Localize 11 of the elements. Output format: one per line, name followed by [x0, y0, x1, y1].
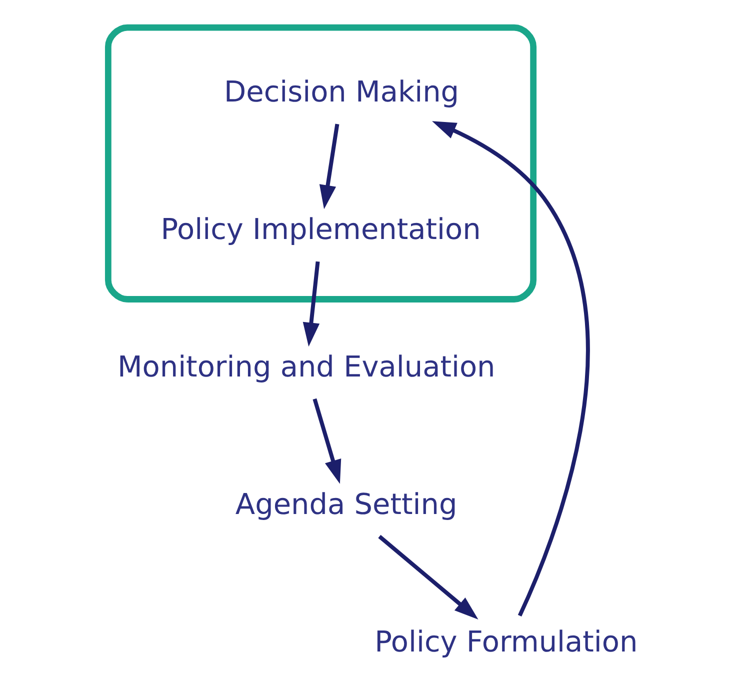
cluster [104, 24, 536, 302]
arrow [318, 124, 339, 210]
node-text: Policy Formulation [374, 624, 638, 659]
arrow [312, 398, 341, 484]
node-text: Monitoring and Evaluation [116, 350, 495, 384]
node-text: Agenda Setting [234, 487, 457, 522]
arrow [302, 261, 320, 347]
node-text: Policy Implementation [160, 212, 480, 246]
node-text: Decision Making [223, 74, 459, 109]
arrow [378, 534, 478, 620]
arrow [432, 121, 590, 616]
